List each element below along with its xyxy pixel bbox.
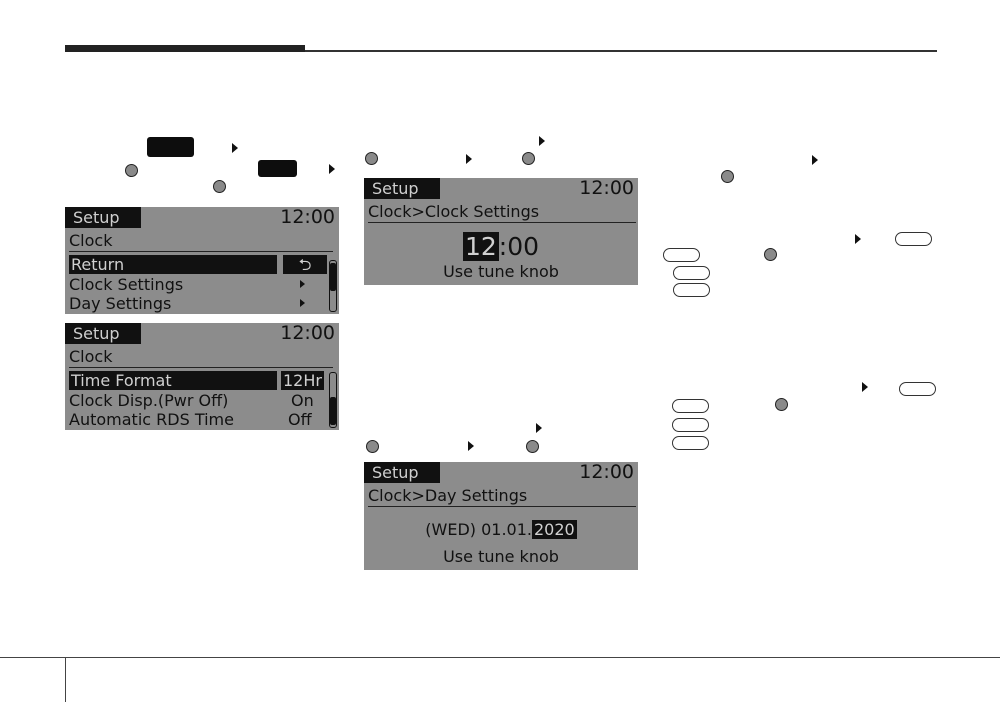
- screen-time: 12:00: [579, 462, 634, 483]
- outline-button-icon: [672, 418, 709, 432]
- scrollbar[interactable]: [329, 372, 337, 428]
- hint-text: Use tune knob: [443, 547, 559, 566]
- chevron-right-icon: [300, 299, 305, 307]
- arrow-right-icon: [232, 143, 238, 153]
- knob-icon: [125, 164, 138, 177]
- arrow-right-icon: [855, 234, 861, 244]
- screen-time: 12:00: [579, 178, 634, 199]
- outline-button-icon: [673, 283, 710, 297]
- arrow-right-icon: [812, 155, 818, 165]
- arrow-right-icon: [862, 382, 868, 392]
- divider: [69, 251, 333, 252]
- menu-item-time-format[interactable]: Time Format: [69, 371, 277, 390]
- screen-subtitle: Clock: [69, 347, 113, 366]
- year-field[interactable]: 2020: [532, 520, 577, 539]
- arrow-right-icon: [329, 164, 335, 174]
- knob-icon: [775, 398, 788, 411]
- knob-icon: [721, 170, 734, 183]
- arrow-right-icon: [539, 136, 545, 146]
- divider: [69, 367, 333, 368]
- screen-title: Setup: [364, 462, 440, 483]
- screen-title: Setup: [65, 323, 141, 344]
- scrollbar[interactable]: [329, 260, 337, 312]
- automatic-rds-value: Off: [288, 410, 312, 429]
- setup-button-icon: [147, 137, 194, 157]
- arrow-right-icon: [466, 154, 472, 164]
- menu-item-clock-disp[interactable]: Clock Disp.(Pwr Off): [69, 391, 229, 410]
- menu-item-day-settings[interactable]: Day Settings: [69, 294, 172, 313]
- divider: [368, 222, 636, 223]
- outline-button-icon: [663, 248, 700, 262]
- clock-menu-screen: Setup 12:00 Clock Return ⮌ Clock Setting…: [65, 207, 339, 314]
- menu-item-clock-settings[interactable]: Clock Settings: [69, 275, 184, 294]
- screen-title: Setup: [65, 207, 141, 228]
- knob-icon: [365, 152, 378, 165]
- scrollbar-thumb[interactable]: [330, 263, 336, 291]
- divider: [368, 506, 636, 507]
- screen-time: 12:00: [280, 323, 335, 344]
- footer-divider: [65, 657, 66, 702]
- knob-icon: [764, 248, 777, 261]
- footer-rule: [0, 657, 1000, 658]
- arrow-right-icon: [468, 441, 474, 451]
- outline-button-icon: [672, 399, 709, 413]
- time-setter[interactable]: 12:00: [364, 232, 638, 262]
- header-rule: [65, 50, 937, 52]
- knob-icon: [526, 440, 539, 453]
- time-format-value[interactable]: 12Hr: [281, 371, 324, 390]
- day-settings-screen: Setup 12:00 Clock>Day Settings (WED) 01.…: [364, 462, 638, 570]
- hour-field[interactable]: 12: [462, 232, 499, 261]
- clock-settings-screen: Setup 12:00 Clock>Clock Settings 12:00 U…: [364, 178, 638, 285]
- screen-subtitle: Clock: [69, 231, 113, 250]
- menu-item-automatic-rds-time[interactable]: Automatic RDS Time: [69, 410, 234, 429]
- clock-format-screen: Setup 12:00 Clock Time Format 12Hr Clock…: [65, 323, 339, 430]
- screen-time: 12:00: [280, 207, 335, 228]
- outline-button-icon: [899, 382, 936, 396]
- section-bar: [65, 45, 305, 52]
- hint-text: Use tune knob: [443, 262, 559, 281]
- chevron-right-icon: [300, 280, 305, 288]
- menu-item-return[interactable]: Return: [69, 255, 277, 274]
- knob-icon: [366, 440, 379, 453]
- minute-field[interactable]: :00: [498, 232, 540, 261]
- outline-button-icon: [672, 436, 709, 450]
- date-field[interactable]: (WED) 01.01.: [425, 520, 532, 539]
- breadcrumb: Clock>Clock Settings: [368, 202, 540, 221]
- outline-button-icon: [673, 266, 710, 280]
- knob-icon: [213, 180, 226, 193]
- knob-icon: [522, 152, 535, 165]
- clock-button-icon: [258, 160, 297, 177]
- arrow-right-icon: [536, 423, 542, 433]
- breadcrumb: Clock>Day Settings: [368, 486, 528, 505]
- screen-title: Setup: [364, 178, 440, 199]
- outline-button-icon: [895, 232, 932, 246]
- date-setter[interactable]: (WED) 01.01.2020: [364, 520, 638, 540]
- scrollbar-thumb[interactable]: [330, 397, 336, 425]
- return-icon[interactable]: ⮌: [283, 255, 327, 274]
- clock-disp-value: On: [291, 391, 314, 410]
